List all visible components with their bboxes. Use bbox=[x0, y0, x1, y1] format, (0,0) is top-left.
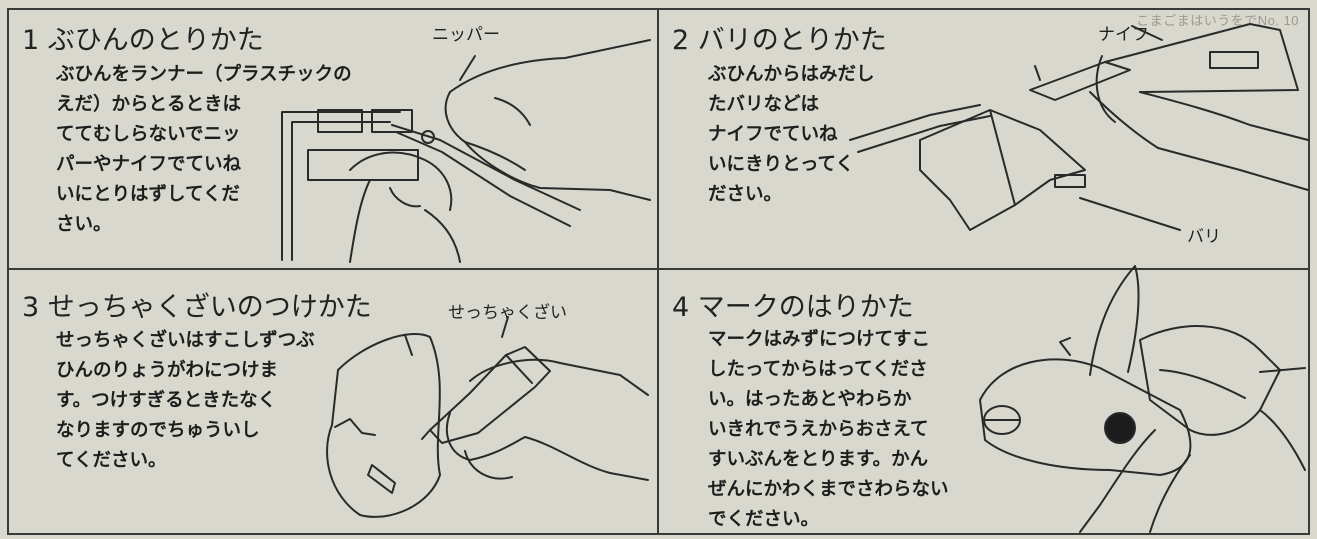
panel-title: 3 せっちゃくざいのつけかた bbox=[22, 292, 372, 323]
panel-instructions: マークはみずにつけてすこ したってからはってくださ い。はったあとやわらか いき… bbox=[708, 329, 949, 530]
knife-illustration bbox=[849, 23, 1309, 231]
panel-instructions: ぶひんからはみだし たバリなどは ナイフでていね いにきりとってく ださい。 bbox=[708, 64, 875, 205]
cement-illustration bbox=[326, 316, 649, 518]
decal-illustration bbox=[979, 265, 1306, 533]
callout-cement: せっちゃくざい bbox=[448, 303, 567, 323]
callout-knife: ナイフ bbox=[1098, 25, 1149, 45]
panel-instructions: せっちゃくざいはすこしずつぶ ひんのりょうがわにつけま す。つけすぎるときたなく… bbox=[56, 330, 315, 471]
panel-instructions: ぶひんをランナー（プラスチックの えだ）からとるときは ててむしらないでニッ パ… bbox=[56, 64, 352, 235]
vertical-divider bbox=[657, 8, 659, 535]
callout-nippers: ニッパー bbox=[432, 25, 500, 45]
corner-label: こまごまはいうをでNo. 10 bbox=[1136, 13, 1299, 28]
panel-title: 2 バリのとりかた bbox=[672, 25, 887, 56]
panel-title: 1 ぶひんのとりかた bbox=[22, 25, 264, 56]
nippers-illustration bbox=[281, 39, 651, 263]
callout-flash: バリ bbox=[1187, 227, 1221, 247]
horizontal-divider bbox=[7, 268, 1310, 270]
panel-title: 4 マークのはりかた bbox=[672, 292, 914, 323]
